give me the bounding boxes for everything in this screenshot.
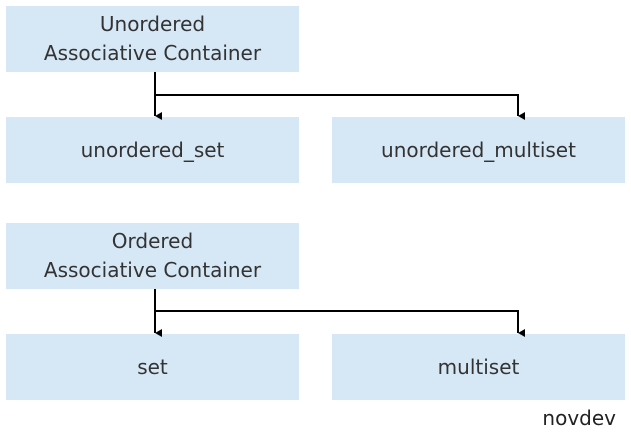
unordered-multiset-box: unordered_multiset	[332, 117, 625, 183]
unordered-multiset-label: unordered_multiset	[381, 137, 576, 162]
ordered-connector-to-multiset	[155, 310, 525, 337]
unordered-set-label: unordered_set	[80, 137, 225, 162]
multiset-label: multiset	[437, 354, 520, 379]
unordered-connector-to-unordered-multiset	[155, 94, 525, 120]
unordered-container-title-line1: Unordered	[99, 12, 206, 36]
unordered-container-title-line2: Associative Container	[43, 41, 262, 65]
unordered-associative-container-box: Unordered Associative Container	[6, 6, 299, 72]
ordered-associative-container-box: Ordered Associative Container	[6, 223, 299, 289]
author-credit: novdev	[542, 406, 616, 430]
set-box: set	[6, 334, 299, 400]
ordered-container-title-line1: Ordered	[111, 229, 194, 253]
set-label: set	[137, 354, 168, 379]
multiset-box: multiset	[332, 334, 625, 400]
ordered-container-title-line2: Associative Container	[43, 258, 262, 282]
unordered-set-box: unordered_set	[6, 117, 299, 183]
